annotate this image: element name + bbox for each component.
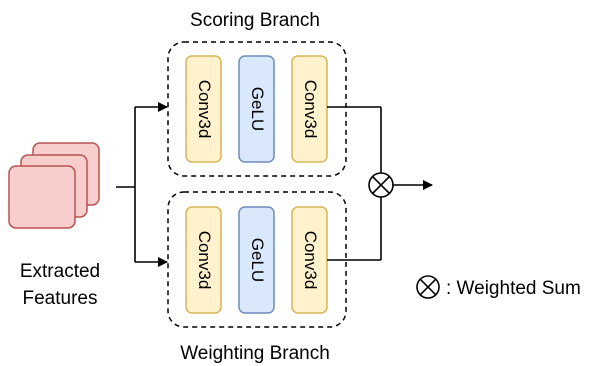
weighting-branch-title: Weighting Branch [180, 343, 330, 364]
weighting-block-gelu: GeLU [238, 206, 275, 314]
legend-text: : Weighted Sum [446, 278, 581, 299]
input-connectors [116, 102, 168, 267]
weighting-branch-box [167, 191, 347, 328]
scoring-block-gelu: GeLU [238, 55, 275, 163]
weighting-block-1-label: Conv3d [195, 231, 214, 290]
scoring-branch-title: Scoring Branch [190, 10, 320, 31]
weighting-block-conv3d-1: Conv3d [185, 206, 222, 314]
scoring-block-2-label: GeLU [248, 87, 267, 131]
input-label-line2: Features [23, 288, 98, 309]
output-connectors [346, 106, 433, 261]
branch-internal-lines [327, 106, 346, 261]
weighted-sum-icon [368, 172, 394, 198]
weighting-block-3-label: Conv3d [301, 231, 320, 290]
extracted-features-stack [8, 142, 100, 229]
scoring-branch-box [167, 41, 347, 177]
input-label-line1: Extracted [20, 261, 100, 282]
legend-weighted-sum-icon [416, 275, 440, 299]
weighting-block-2-label: GeLU [248, 238, 267, 282]
scoring-block-conv3d-2: Conv3d [291, 55, 328, 163]
scoring-block-1-label: Conv3d [195, 80, 214, 139]
scoring-block-3-label: Conv3d [301, 80, 320, 139]
weighting-block-conv3d-2: Conv3d [291, 206, 328, 314]
scoring-block-conv3d-1: Conv3d [185, 55, 222, 163]
